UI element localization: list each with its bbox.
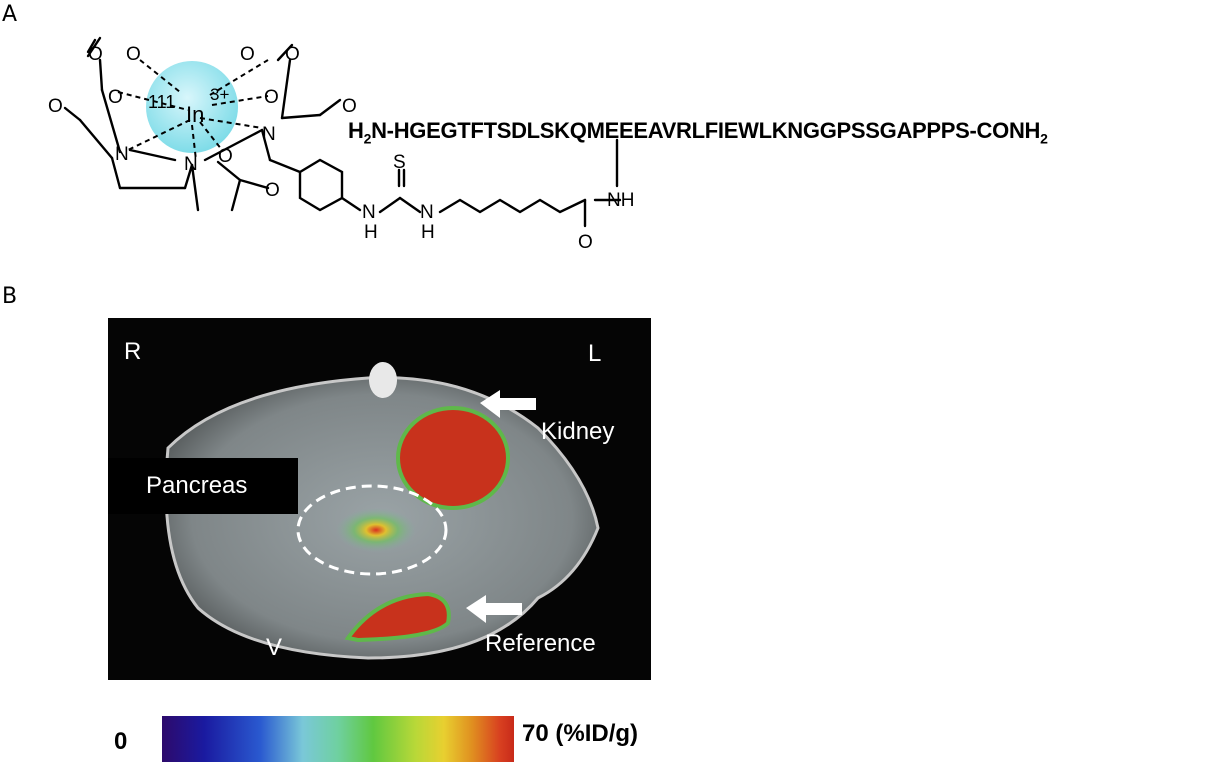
kidney-label: Kidney — [541, 418, 615, 445]
orientation-right: R — [124, 338, 142, 365]
colorbar — [162, 716, 514, 762]
spect-ct-image: R L V Kidney Pancreas Reference — [108, 318, 651, 680]
atom-nh: NH — [607, 190, 634, 211]
panel-label-a: A — [2, 2, 18, 27]
panel-label-b: B — [2, 284, 18, 309]
atom-h: H — [364, 222, 378, 243]
colorbar-max-label: 70 (%ID/g) — [522, 720, 639, 747]
atom-o: O — [48, 96, 63, 117]
atom-n: N — [184, 154, 198, 175]
atom-nh: N — [362, 202, 376, 223]
scan-graphic — [164, 362, 600, 660]
reference-label: Reference — [485, 630, 596, 657]
atom-o: O — [264, 87, 279, 108]
orientation-ventral: V — [266, 634, 283, 661]
atom-s: S — [393, 152, 406, 173]
atom-o: O — [578, 232, 593, 253]
pancreas-label: Pancreas — [108, 458, 298, 514]
indium-mass: 111 — [148, 92, 175, 112]
peptide-sequence: H2N-HGEGTFTSDLSKQMEEEAVRLFIEWLKNGGPSSGAP… — [348, 118, 1048, 147]
atom-nh: N — [420, 202, 434, 223]
atom-n: N — [262, 124, 276, 145]
atom-o: O — [285, 44, 300, 65]
atom-o: O — [218, 146, 233, 167]
atom-o: O — [265, 180, 280, 201]
indium-charge: 3+ — [210, 85, 229, 104]
atom-o: O — [342, 96, 357, 117]
atom-o: O — [126, 44, 141, 65]
atom-o: O — [240, 44, 255, 65]
indium-symbol: In — [186, 102, 204, 127]
atom-o: O — [108, 87, 123, 108]
colorbar-min-label: 0 — [114, 728, 128, 755]
orientation-left: L — [588, 340, 602, 367]
atom-o: O — [88, 44, 103, 65]
atom-n: N — [115, 144, 129, 165]
atom-h: H — [421, 222, 435, 243]
chelator-structure: O O O O N N O O O O O O N 111 In 3+ S N … — [48, 36, 634, 253]
